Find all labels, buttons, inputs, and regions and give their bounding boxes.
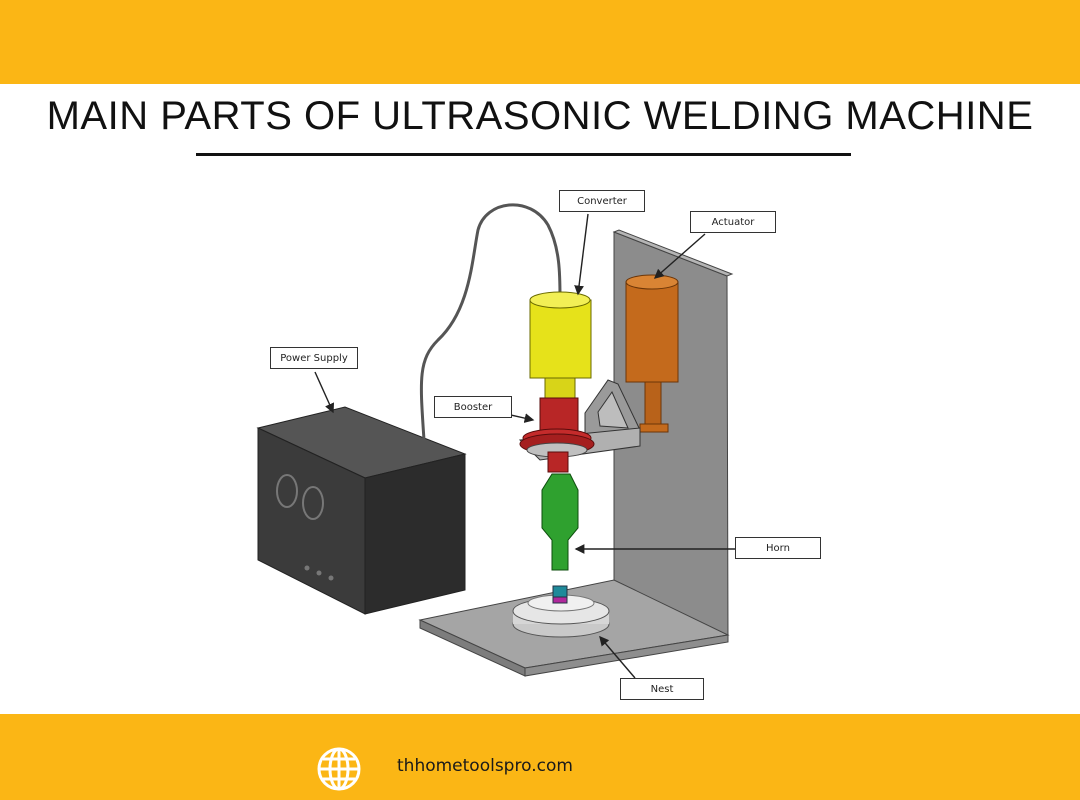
converter-label: Converter <box>559 190 645 212</box>
title-underline <box>196 153 851 156</box>
power-cable <box>419 203 562 441</box>
workpiece <box>552 585 568 604</box>
booster-label: Booster <box>434 396 512 418</box>
diagram-title: MAIN PARTS OF ULTRASONIC WELDING MACHINE <box>46 94 1034 138</box>
booster-section <box>519 397 595 473</box>
globe-icon <box>317 747 361 791</box>
power-supply-label: Power Supply <box>270 347 358 369</box>
leader-lines <box>314 213 735 679</box>
horn-label: Horn <box>735 537 821 559</box>
top-banner <box>0 0 1080 84</box>
actuator-cylinder <box>625 274 679 433</box>
bottom-banner <box>0 714 1080 800</box>
actuator-label: Actuator <box>690 211 776 233</box>
horn-section <box>541 473 579 571</box>
power-supply-box <box>256 406 467 615</box>
website-link[interactable]: thhometoolspro.com <box>397 756 573 776</box>
converter-cylinder <box>529 291 592 399</box>
nest-label: Nest <box>620 678 704 700</box>
